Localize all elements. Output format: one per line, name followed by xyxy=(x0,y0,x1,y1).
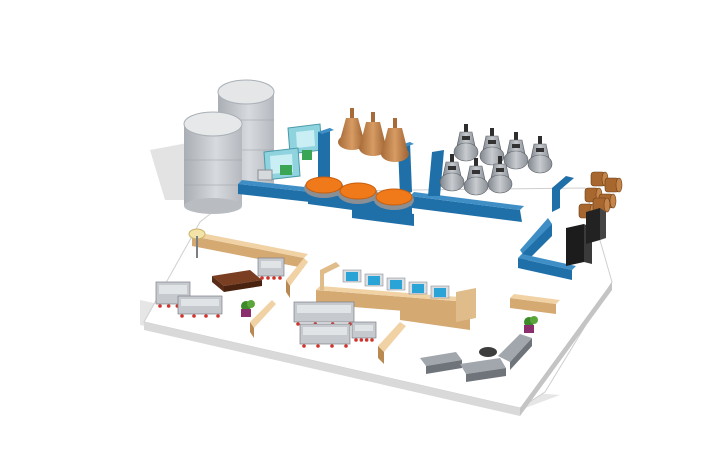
copper-still xyxy=(381,118,409,162)
lab-bench xyxy=(287,123,323,160)
blue-seat xyxy=(386,277,406,291)
potted-plant xyxy=(241,300,255,317)
gray-bench xyxy=(420,352,462,374)
blue-seat xyxy=(342,269,362,283)
blue-counter xyxy=(238,180,314,202)
storage-silo xyxy=(183,111,243,214)
blue-seat xyxy=(364,273,384,287)
gray-bench xyxy=(460,347,506,382)
steel-still xyxy=(503,132,529,170)
sofa xyxy=(351,321,377,342)
wooden-partition xyxy=(510,294,560,314)
sofa xyxy=(257,257,285,280)
sofa xyxy=(177,295,223,318)
blue-counter xyxy=(352,206,414,226)
steel-still xyxy=(453,124,479,162)
wooden-partition xyxy=(378,322,406,364)
lab-bench xyxy=(280,165,292,175)
fermentation-vat xyxy=(304,176,344,198)
barrel xyxy=(604,177,623,193)
gray-bench xyxy=(498,334,532,370)
coffee-table xyxy=(212,270,262,292)
copper-still xyxy=(359,112,387,156)
sofa xyxy=(293,301,355,326)
black-cabinet xyxy=(566,208,606,266)
steel-still-group xyxy=(439,124,553,196)
blue-counter xyxy=(428,150,444,196)
sofa xyxy=(299,323,351,348)
fermentation-vat xyxy=(338,182,378,204)
barrel-stack xyxy=(578,171,623,219)
steel-still xyxy=(463,158,489,196)
wooden-partition xyxy=(286,258,308,298)
fermentation-vat xyxy=(374,188,414,210)
blue-seat xyxy=(430,285,450,299)
blue-counter xyxy=(518,176,576,280)
steel-still xyxy=(479,128,505,166)
blue-seat-row xyxy=(342,269,450,299)
wooden-partition xyxy=(250,300,276,338)
sofa-group xyxy=(155,257,377,348)
barrel xyxy=(592,197,611,213)
potted-plant xyxy=(524,316,538,333)
floor-lamp xyxy=(188,228,206,258)
steel-still xyxy=(439,154,465,192)
copper-still xyxy=(338,108,366,150)
steel-still xyxy=(487,156,513,194)
steel-still xyxy=(527,136,553,174)
blue-seat xyxy=(408,281,428,295)
blue-counter xyxy=(410,192,524,222)
